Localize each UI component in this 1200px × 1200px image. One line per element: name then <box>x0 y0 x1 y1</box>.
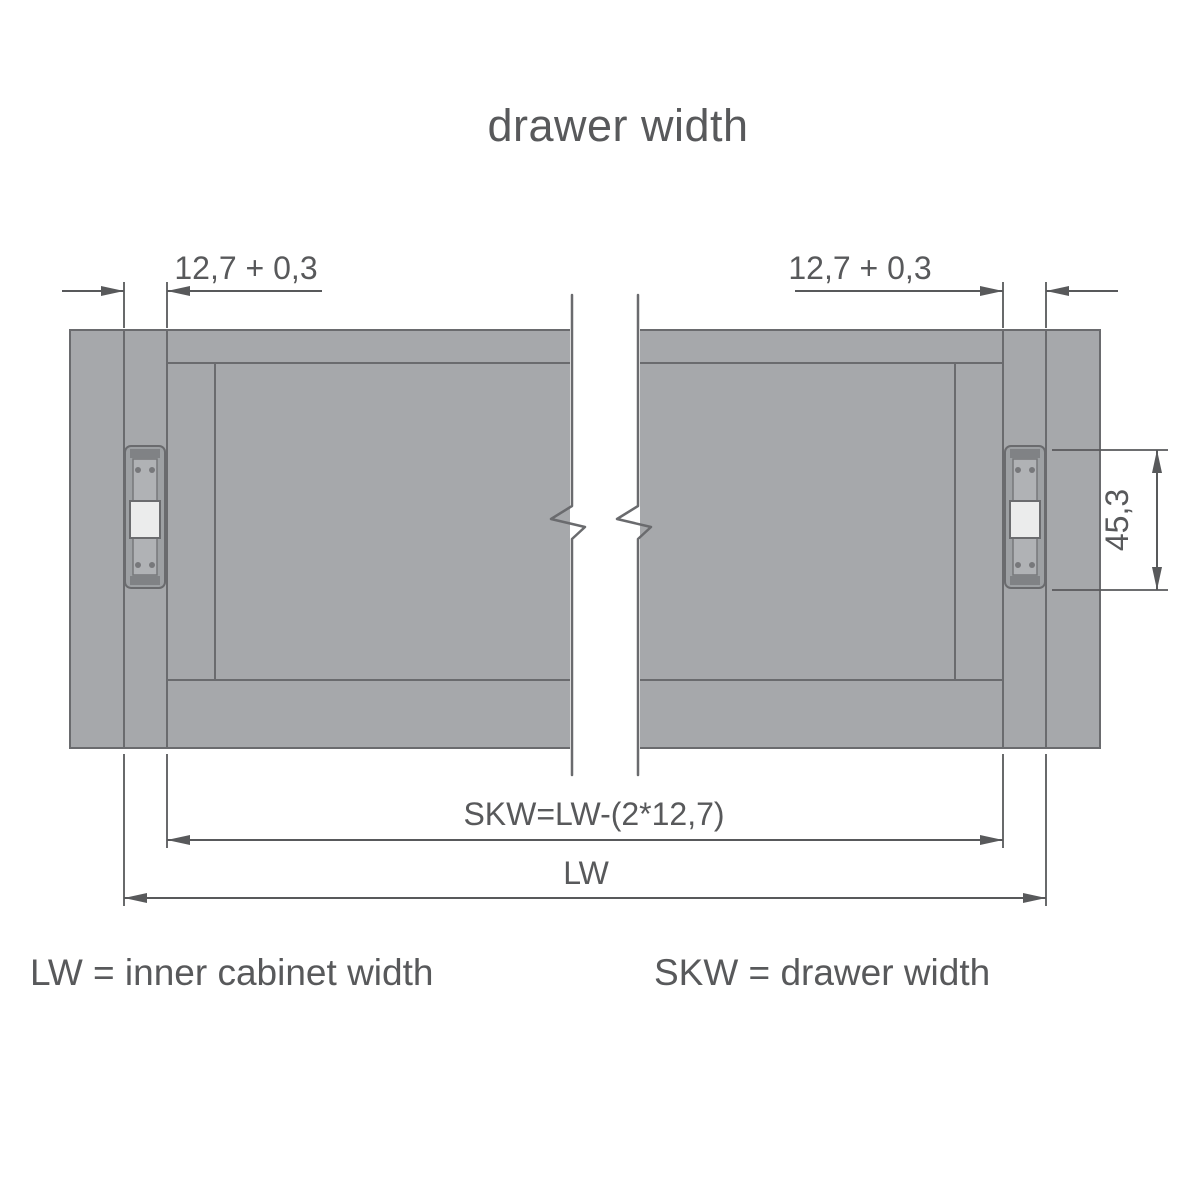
dim-label-right-gap: 12,7 + 0,3 <box>788 250 931 286</box>
dim-label-slide-height: 45,3 <box>1099 489 1135 551</box>
diagram-title: drawer width <box>487 100 748 151</box>
drawer-slide-right <box>1004 445 1046 589</box>
dimension-slide-height <box>1052 449 1168 591</box>
slide-mounting-clip <box>129 500 161 539</box>
dim-label-lw: LW <box>563 855 609 891</box>
dimension-lw <box>123 754 1047 906</box>
dimension-skw <box>166 754 1004 848</box>
slide-detail-dot <box>149 562 155 568</box>
dimension-right-gap <box>795 282 1118 328</box>
dimension-left-gap <box>62 282 322 328</box>
break-line-left <box>549 293 587 777</box>
slide-detail-dot <box>149 467 155 473</box>
slide-detail-dot <box>135 562 141 568</box>
dim-label-skw-formula: SKW=LW-(2*12,7) <box>463 796 724 832</box>
slide-top-hook <box>130 449 160 458</box>
slide-bottom-hook <box>130 576 160 585</box>
legend-lw: LW = inner cabinet width <box>30 952 433 993</box>
legend-skw: SKW = drawer width <box>654 952 990 993</box>
dim-label-left-gap: 12,7 + 0,3 <box>174 250 317 286</box>
break-gap <box>570 292 640 780</box>
break-line-right <box>615 293 653 777</box>
slide-detail-dot <box>135 467 141 473</box>
drawer-slide-left <box>124 445 166 589</box>
